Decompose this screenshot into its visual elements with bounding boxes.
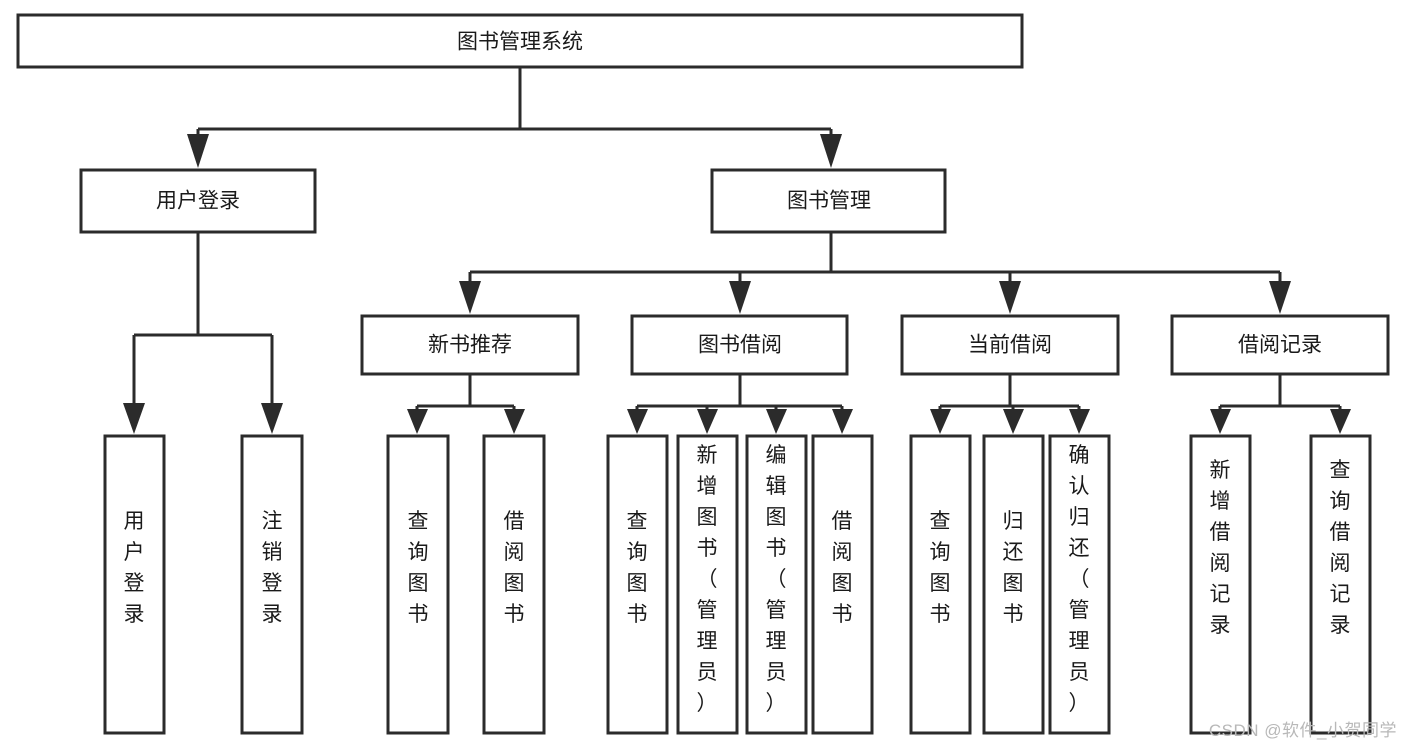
node-book-borrow-box[interactable] — [630, 314, 849, 376]
node-leaf-confirm-return[interactable]: 确认归还（管理员） — [1048, 434, 1111, 735]
node-leaf-logout-label: 注销登录 — [262, 510, 283, 626]
node-leaf-add-book-box[interactable] — [676, 434, 739, 735]
arrow-head-leaf-edit-book — [766, 409, 787, 434]
node-leaf-return-book-label: 归还图书 — [1003, 510, 1024, 626]
arrow-head-leaf-query-book-2 — [627, 409, 648, 434]
node-borrow-record[interactable]: 借阅记录 — [1170, 314, 1390, 376]
node-leaf-borrow-book-1-box[interactable] — [482, 434, 546, 735]
node-leaf-return-book-box[interactable] — [982, 434, 1045, 735]
arrow-head-leaf-confirm-return — [1069, 409, 1090, 434]
node-borrow-record-label: 借阅记录 — [1238, 334, 1322, 357]
node-user-login-box[interactable] — [79, 168, 317, 234]
node-new-book-recommend-box[interactable] — [360, 314, 580, 376]
node-leaf-query-book-1-box[interactable] — [386, 434, 450, 735]
node-current-borrow[interactable]: 当前借阅 — [900, 314, 1120, 376]
node-leaf-user-login-label: 用户登录 — [124, 510, 145, 626]
node-leaf-logout[interactable]: 注销登录 — [240, 434, 304, 735]
node-leaf-add-record-label: 新增借阅记录 — [1210, 459, 1231, 637]
node-new-book-recommend-label: 新书推荐 — [428, 334, 512, 357]
node-leaf-query-book-1[interactable]: 查询图书 — [386, 434, 450, 735]
node-user-login-label: 用户登录 — [156, 190, 240, 213]
arrow-head-borrow-record — [1269, 281, 1291, 314]
node-leaf-query-book-2-box[interactable] — [606, 434, 669, 735]
arrow-head-leaf-query-record — [1330, 409, 1351, 434]
node-new-book-recommend[interactable]: 新书推荐 — [360, 314, 580, 376]
node-book-management-label: 图书管理 — [787, 190, 871, 213]
arrow-head-user-login — [187, 134, 209, 168]
node-leaf-query-book-2[interactable]: 查询图书 — [606, 434, 669, 735]
node-leaf-borrow-book-2-box[interactable] — [811, 434, 874, 735]
node-leaf-edit-book[interactable]: 编辑图书（管理员） — [745, 434, 808, 735]
node-leaf-edit-book-box[interactable] — [745, 434, 808, 735]
arrow-head-leaf-query-book-1 — [407, 409, 428, 434]
arrow-head-leaf-add-record — [1210, 409, 1231, 434]
node-leaf-add-book-label: 新增图书（管理员） — [697, 444, 718, 715]
node-leaf-return-book[interactable]: 归还图书 — [982, 434, 1045, 735]
node-leaf-confirm-return-label: 确认归还（管理员） — [1069, 444, 1090, 715]
leaf-node-group: 用户登录 注销登录 查询图书 借阅图书 查询图书 新增图书（管理员） — [103, 434, 1372, 735]
node-current-borrow-label: 当前借阅 — [968, 334, 1052, 357]
node-leaf-confirm-return-box[interactable] — [1048, 434, 1111, 735]
node-leaf-borrow-book-1[interactable]: 借阅图书 — [482, 434, 546, 735]
node-borrow-record-box[interactable] — [1170, 314, 1390, 376]
arrow-head-book-borrow — [729, 281, 751, 314]
node-leaf-user-login-box[interactable] — [103, 434, 166, 735]
arrow-head-leaf-query-book-3 — [930, 409, 951, 434]
node-leaf-borrow-book-1-label: 借阅图书 — [504, 510, 525, 626]
arrow-head-new-book-recommend — [459, 281, 481, 314]
node-leaf-add-record-box[interactable] — [1189, 434, 1252, 735]
arrow-head-book-mgmt — [820, 134, 842, 168]
node-leaf-borrow-book-2-label: 借阅图书 — [832, 510, 853, 626]
arrow-head-leaf-borrow-book-2 — [832, 409, 853, 434]
arrow-head-leaf-user-login — [123, 403, 145, 434]
node-leaf-query-record-label: 查询借阅记录 — [1330, 459, 1351, 637]
node-leaf-query-record-box[interactable] — [1309, 434, 1372, 735]
node-leaf-user-login[interactable]: 用户登录 — [103, 434, 166, 735]
node-book-borrow-label: 图书借阅 — [698, 334, 782, 357]
node-leaf-borrow-book-2[interactable]: 借阅图书 — [811, 434, 874, 735]
node-leaf-query-book-3-box[interactable] — [909, 434, 972, 735]
node-leaf-edit-book-label: 编辑图书（管理员） — [766, 444, 787, 715]
arrow-head-leaf-logout — [261, 403, 283, 434]
node-leaf-query-book-2-label: 查询图书 — [627, 510, 648, 626]
node-leaf-query-book-1-label: 查询图书 — [408, 510, 429, 626]
node-book-borrow[interactable]: 图书借阅 — [630, 314, 849, 376]
node-user-login[interactable]: 用户登录 — [79, 168, 317, 234]
arrow-head-leaf-borrow-book-1 — [504, 409, 525, 434]
node-leaf-add-record[interactable]: 新增借阅记录 — [1189, 434, 1252, 735]
node-current-borrow-box[interactable] — [900, 314, 1120, 376]
arrow-head-current-borrow — [999, 281, 1021, 314]
connector-layer — [123, 67, 1351, 434]
node-root-box[interactable] — [16, 13, 1024, 69]
node-root[interactable]: 图书管理系统 — [16, 13, 1024, 69]
node-leaf-logout-box[interactable] — [240, 434, 304, 735]
node-book-management[interactable]: 图书管理 — [710, 168, 947, 234]
arrow-head-leaf-return-book — [1003, 409, 1024, 434]
node-leaf-add-book[interactable]: 新增图书（管理员） — [676, 434, 739, 735]
node-root-label: 图书管理系统 — [457, 31, 583, 54]
node-leaf-query-book-3[interactable]: 查询图书 — [909, 434, 972, 735]
arrow-head-leaf-add-book — [697, 409, 718, 434]
node-leaf-query-book-3-label: 查询图书 — [930, 510, 951, 626]
node-book-management-box[interactable] — [710, 168, 947, 234]
node-leaf-query-record[interactable]: 查询借阅记录 — [1309, 434, 1372, 735]
